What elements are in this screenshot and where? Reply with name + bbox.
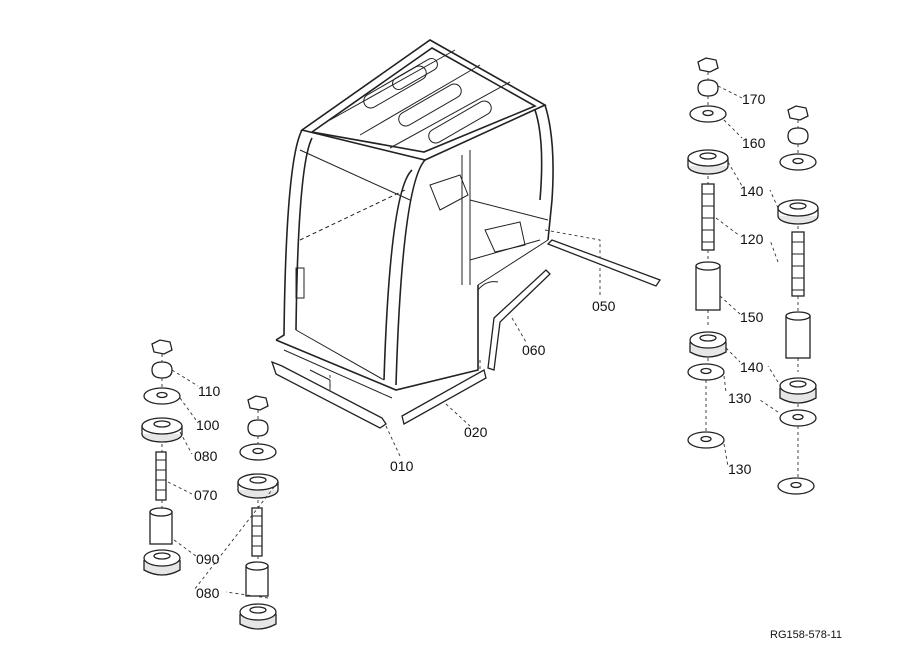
cabin-frame <box>275 39 601 399</box>
reference-code: RG158-578-11 <box>770 629 842 641</box>
callout-labels: 010 020 050 060 070 080 080 090 100 110 … <box>194 91 766 601</box>
seal-strip-060 <box>487 269 551 371</box>
label-130-upper: 130 <box>728 390 752 406</box>
seal-strip-010 <box>270 360 387 429</box>
mount-stack-right-b <box>777 105 819 495</box>
label-150: 150 <box>740 309 764 325</box>
label-170: 170 <box>742 91 766 107</box>
label-130-lower: 130 <box>728 461 752 477</box>
label-050: 050 <box>592 298 616 314</box>
leader-lines <box>167 85 779 599</box>
label-080-lower: 080 <box>196 585 220 601</box>
label-140-upper: 140 <box>740 183 764 199</box>
seal-strip-020 <box>401 369 487 425</box>
label-140-lower: 140 <box>740 359 764 375</box>
label-120: 120 <box>740 231 764 247</box>
label-100: 100 <box>196 417 220 433</box>
label-010: 010 <box>390 458 414 474</box>
label-160: 160 <box>742 135 766 151</box>
label-080-upper: 080 <box>194 448 218 464</box>
label-060: 060 <box>522 342 546 358</box>
label-070: 070 <box>194 487 218 503</box>
mount-stack-left-b <box>237 395 279 630</box>
label-090: 090 <box>196 551 220 567</box>
label-020: 020 <box>464 424 488 440</box>
mount-stack-left-a <box>141 339 183 576</box>
seal-strip-050 <box>546 239 661 287</box>
label-110: 110 <box>198 383 221 399</box>
mount-stack-right-a <box>687 57 729 449</box>
